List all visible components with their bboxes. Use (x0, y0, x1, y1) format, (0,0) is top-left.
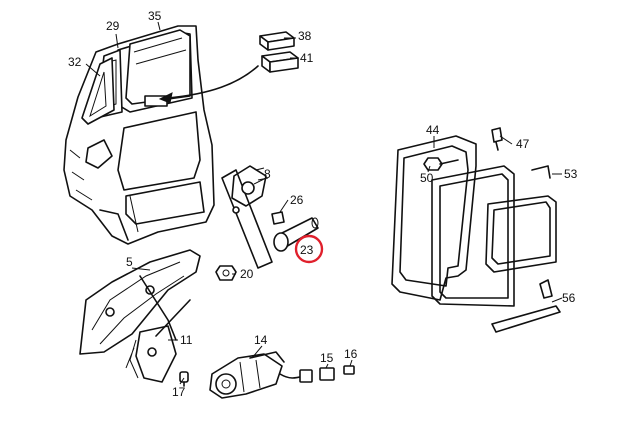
callout-47: 47 (516, 137, 530, 151)
callout-56: 56 (562, 291, 576, 305)
highlight-circle (294, 234, 324, 264)
callout-26: 26 (290, 193, 304, 207)
clip-38 (259, 31, 295, 51)
trim-56 (491, 279, 561, 333)
callout-44: 44 (426, 123, 440, 137)
connector-15 (299, 367, 335, 383)
callout-11: 11 (180, 333, 193, 347)
clip-47 (491, 127, 551, 179)
window-glass-35 (125, 29, 191, 107)
callout-8: 8 (264, 167, 271, 181)
leader-lines (85, 21, 563, 385)
seal-53 (431, 165, 557, 307)
regulator-plate-11 (125, 299, 191, 383)
clip-16 (343, 365, 355, 375)
callout-35: 35 (148, 9, 162, 23)
bolt-20 (215, 265, 237, 281)
pin-17 (179, 371, 189, 387)
callout-16: 16 (344, 347, 358, 361)
callout-32: 32 (68, 55, 82, 69)
assembly-arrow (167, 65, 259, 99)
callout-17: 17 (172, 385, 186, 399)
motor-14 (209, 351, 305, 399)
clip-41 (261, 51, 299, 73)
arrow-head (158, 92, 173, 104)
regulator-5 (79, 249, 201, 355)
seal-44 (391, 135, 477, 301)
sleeve-26 (271, 211, 285, 225)
callout-53: 53 (564, 167, 578, 181)
callout-5: 5 (126, 255, 133, 269)
window-lifter-8 (221, 165, 273, 269)
callout-29: 29 (106, 19, 120, 33)
callout-41: 41 (300, 51, 314, 65)
cylinder-part-23 (273, 217, 319, 252)
screw-50 (423, 157, 459, 171)
callout-23: 23 (300, 243, 314, 257)
callout-50: 50 (420, 171, 434, 185)
callout-15: 15 (320, 351, 334, 365)
callout-14: 14 (254, 333, 268, 347)
callout-38: 38 (298, 29, 312, 43)
callout-20: 20 (240, 267, 254, 281)
